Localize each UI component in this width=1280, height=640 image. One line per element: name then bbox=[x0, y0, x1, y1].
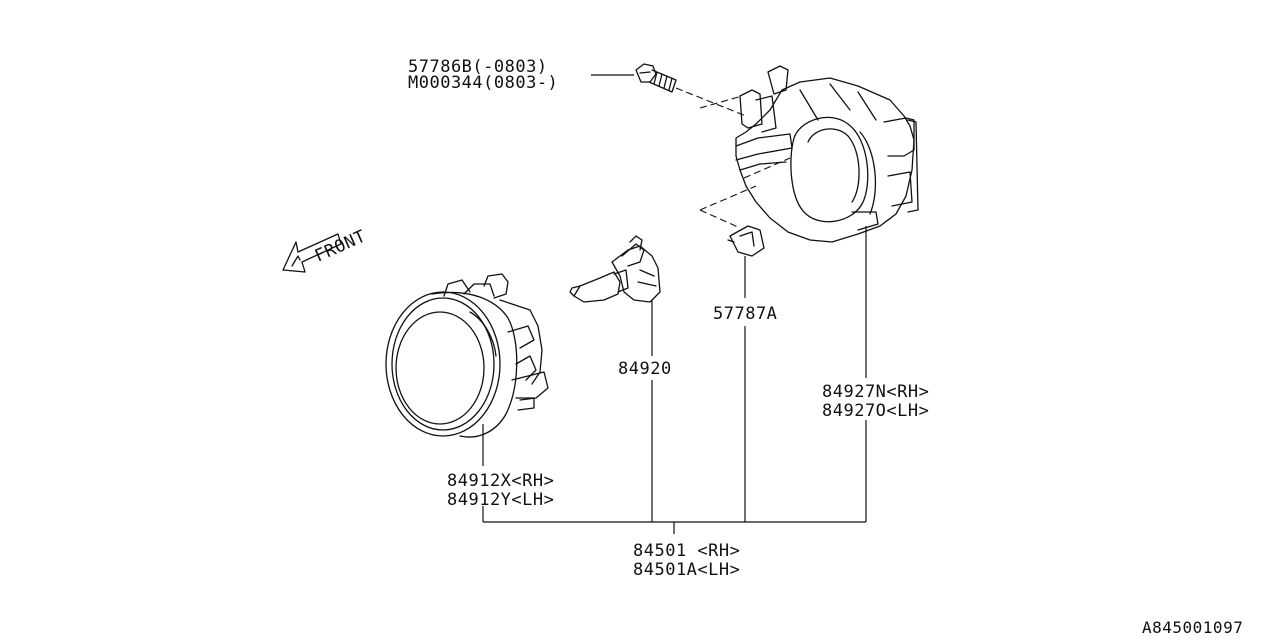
clip-icon bbox=[727, 225, 765, 257]
front-label: FRONT bbox=[312, 226, 369, 266]
bolt-guide-line bbox=[675, 87, 747, 117]
bracket-guide-line-2 bbox=[743, 157, 791, 179]
bolt-part-number-2: M000344(0803-) bbox=[408, 73, 558, 93]
bracket-guide-line-3 bbox=[699, 185, 757, 211]
bulb-icon bbox=[569, 235, 661, 303]
bracket-part-number-rh: 84927N<RH> bbox=[822, 382, 929, 402]
assembly-part-number-lh: 84501A<LH> bbox=[633, 560, 740, 580]
bracket-guide-line-4 bbox=[699, 209, 741, 229]
bulb-part-number: 84920 bbox=[618, 359, 672, 379]
bracket-part-number-lh: 84927O<LH> bbox=[822, 401, 929, 421]
bolt-icon bbox=[635, 63, 677, 93]
front-arrow-icon bbox=[282, 233, 342, 273]
fog-lamp-icon bbox=[385, 273, 549, 438]
clip-part-number: 57787A bbox=[713, 304, 777, 324]
lamp-part-number-rh: 84912X<RH> bbox=[447, 471, 554, 491]
bracket-icon bbox=[735, 65, 919, 243]
bolt-part-number-1: 57786B(-0803) bbox=[408, 57, 548, 77]
lamp-part-number-lh: 84912Y<LH> bbox=[447, 490, 554, 510]
assembly-part-number-rh: 84501 <RH> bbox=[633, 541, 740, 561]
bracket-guide-line-1 bbox=[699, 95, 743, 109]
diagram-id: A845001097 bbox=[1142, 618, 1243, 637]
